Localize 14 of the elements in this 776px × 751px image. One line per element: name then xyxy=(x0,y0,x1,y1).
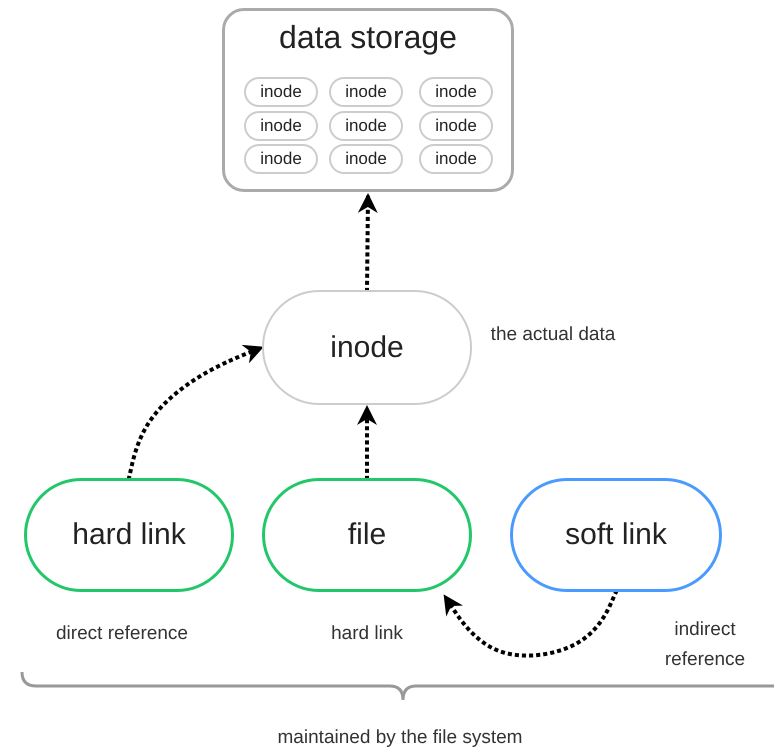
brace-label: maintained by the file system xyxy=(276,727,524,749)
dotted-arrow xyxy=(127,344,264,480)
node-caption: direct reference xyxy=(54,622,189,646)
file-pill: file xyxy=(262,478,472,592)
dotted-arrow xyxy=(357,405,377,480)
node-caption: the actual data xyxy=(490,323,616,347)
link-pill: hard link xyxy=(24,478,234,592)
dotted-arrow xyxy=(442,590,618,658)
storage-box: data storage inode inode inode inode inode inode inode inode inode xyxy=(222,8,514,192)
node-caption: indirect reference xyxy=(664,618,746,672)
inode-pill: inode xyxy=(262,290,472,405)
link-pill: soft link xyxy=(510,478,722,592)
node-caption: hard link xyxy=(330,622,404,646)
dotted-arrow xyxy=(358,193,378,292)
